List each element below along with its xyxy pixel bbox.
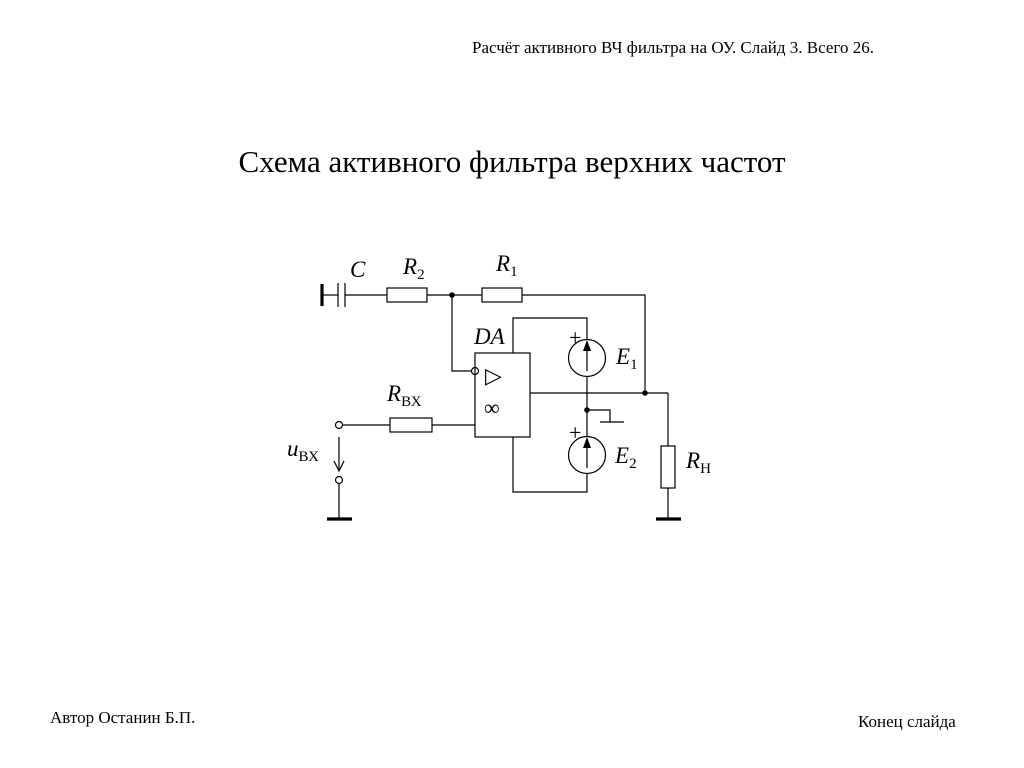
e1-label: E1 xyxy=(615,344,638,373)
end-slide-link[interactable]: Конец слайда xyxy=(858,712,956,731)
capacitor-label: C xyxy=(350,257,366,282)
source-e2 xyxy=(567,410,607,475)
author-label: Автор Останин Б.П. xyxy=(50,708,196,727)
opamp-triangle-icon: ▷ xyxy=(485,363,502,388)
uvx-label: uВХ xyxy=(287,436,319,465)
source-e1 xyxy=(567,338,607,410)
ground-icon xyxy=(587,409,624,423)
slide-header: Расчёт активного ВЧ фильтра на ОУ. Слайд… xyxy=(472,38,874,57)
rvx-label: RВХ xyxy=(386,381,422,410)
input-voltage-arrow xyxy=(327,437,352,521)
node-output xyxy=(642,390,648,396)
slide-title: Схема активного фильтра верхних частот xyxy=(238,144,786,179)
resistor-rvx xyxy=(334,417,433,433)
rn-label: RН xyxy=(685,448,711,477)
capacitor-c xyxy=(320,283,387,307)
resistor-rn xyxy=(656,393,681,521)
e2-label: E2 xyxy=(614,443,637,472)
wire-to-inverting-input xyxy=(451,295,472,372)
e1-plus-sign: + xyxy=(569,325,581,350)
opamp-gain-label: ∞ xyxy=(484,395,500,420)
e2-plus-sign: + xyxy=(569,420,581,445)
resistor-r1 xyxy=(481,287,646,393)
r1-label: R1 xyxy=(495,251,518,280)
opamp-da xyxy=(432,317,668,493)
resistor-r2 xyxy=(386,287,482,303)
r2-label: R2 xyxy=(402,254,425,283)
opamp-label: DA xyxy=(473,324,506,349)
